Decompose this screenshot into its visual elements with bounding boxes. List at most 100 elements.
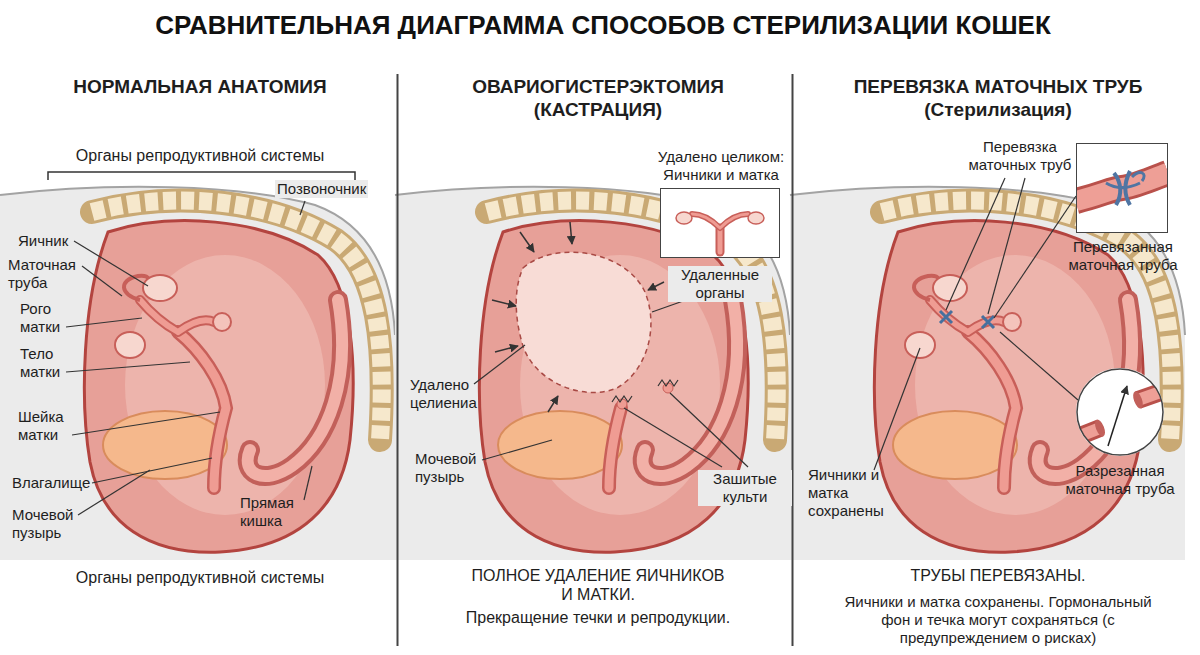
illustration-part: [718, 228, 723, 252]
part-label: Мочевой пузырь: [12, 506, 82, 542]
panel-caption: ТРУБЫ ПЕРЕВЯЗАНЫ.: [910, 566, 1085, 585]
circle-outline: [1077, 369, 1163, 455]
part-label: Удалено целиениа: [410, 376, 490, 412]
panel-heading: ПЕРЕВЯЗКА МАТОЧНЫХ ТРУБ (Стерилизация): [828, 76, 1168, 122]
illustration-part: [1076, 171, 1168, 205]
part-label: Яичник: [18, 232, 68, 250]
illustration-part: [1138, 388, 1172, 400]
illustration-part: [692, 214, 748, 228]
illustration-part: [1076, 173, 1168, 201]
illustration-part: [1076, 143, 1168, 233]
reproductive-tract: [905, 275, 1021, 488]
illustration-part: [874, 348, 920, 470]
panel-caption: Яичники и матка сохранены. Гормональный …: [833, 593, 1163, 647]
panel-caption: Прекращение течки и репродукции.: [466, 608, 730, 627]
illustration-part: [92, 458, 212, 483]
panel-caption: ПОЛНОЕ УДАЛЕНИЕ ЯИЧНИКОВ И МАТКИ.: [471, 566, 726, 604]
part-label: Яичники и матка сохранены: [808, 466, 898, 520]
part-label: Зашитые культи: [698, 470, 792, 506]
reproductive-tract: [115, 275, 231, 488]
illustration-part: [748, 212, 764, 224]
illustration-part: [482, 440, 552, 460]
illustration-part: [1000, 332, 1078, 400]
part-label: Тело матки: [20, 345, 80, 381]
illustration-part: [474, 345, 525, 384]
illustration-part: [492, 222, 664, 412]
illustration-part: [520, 232, 534, 252]
illustration-part: [300, 201, 305, 215]
node-label: Разрезанная маточная труба: [1055, 462, 1185, 498]
illustration-part: [1131, 390, 1145, 410]
part-label: Шейка матки: [18, 408, 80, 444]
illustration-part: [660, 188, 780, 258]
illustration-part: [570, 222, 572, 244]
illustration-part: [658, 380, 678, 386]
illustration-part: [940, 311, 952, 323]
node-label: Удалено целиком: Яичники и матка: [636, 148, 806, 184]
illustration-part: [1106, 173, 1144, 188]
inset-box: Удалено целиком: Яичники и матка: [660, 188, 780, 258]
cat-body: [0, 187, 395, 560]
illustration-part: [648, 282, 664, 290]
leader-lines: [66, 178, 1078, 515]
bracket-label: Органы репродуктивной системы: [76, 146, 324, 165]
illustration-part: [82, 266, 122, 296]
illustration-part: [516, 252, 651, 392]
illustration-part: [74, 241, 148, 286]
illustration-part: [994, 196, 1076, 318]
illustration-part: [612, 396, 632, 402]
illustration-part: [676, 212, 764, 252]
node-caption: Разрезанная маточная труба: [1055, 462, 1185, 498]
panel-divider: [397, 74, 399, 646]
illustration-part: [946, 178, 1005, 310]
inset-removed: [660, 188, 780, 258]
illustration-part: [1108, 386, 1127, 446]
illustration-part: [66, 318, 142, 327]
illustration-part: [716, 228, 725, 252]
ligature-marks: [940, 311, 994, 328]
node-label: Перевязанная маточная труба: [1058, 238, 1188, 274]
part-label: Маточная труба: [8, 256, 82, 292]
illustration-part: [609, 408, 621, 488]
illustration-part: [1076, 173, 1168, 201]
inset-cut-tube: [1070, 368, 1172, 456]
illustration-part: [1138, 388, 1172, 400]
illustration-part: [1076, 368, 1164, 456]
panel-heading: НОРМАЛЬНАЯ АНАТОМИЯ: [15, 76, 385, 99]
circle-outline: [1076, 368, 1164, 456]
bracket: [48, 172, 355, 180]
part-label: Позвоночник: [275, 180, 368, 198]
illustration-part: [66, 362, 190, 372]
panel-divider: [792, 74, 794, 646]
illustration-part: [609, 408, 621, 488]
illustration-part: [624, 408, 722, 467]
illustration-part: [495, 346, 518, 352]
part-label: Перевязка маточных труб: [950, 138, 1090, 174]
illustration-part: [670, 393, 748, 467]
illustration-part: [692, 214, 748, 228]
node-caption: Удалено целиком: Яичники и матка: [636, 148, 806, 184]
removed-organs: [492, 222, 678, 488]
part-label: Рого матки: [20, 300, 80, 336]
illustration-part: [72, 412, 220, 435]
panel-caption: Органы репродуктивной системы: [76, 568, 324, 587]
part-label: Удаленные органы: [668, 266, 772, 302]
illustration-part: [676, 212, 692, 224]
illustration-part: [304, 466, 312, 500]
part-label: Мочевой пузырь: [415, 450, 485, 486]
panel-heading: ОВАРИОГИСТЕРЭКТОМИЯ (КАСТРАЦИЯ): [428, 76, 768, 122]
diagram-title: СРАВНИТЕЛЬНАЯ ДИАГРАММА СПОСОБОВ СТЕРИЛИ…: [3, 10, 1200, 41]
inset-circle: Разрезанная маточная труба: [1076, 368, 1164, 456]
node-caption: Перевязанная маточная труба: [1058, 238, 1188, 274]
illustration-part: [988, 178, 1025, 314]
part-label: Влагалище: [12, 474, 90, 492]
part-label: Прямая кишка: [240, 494, 306, 530]
illustration-part: [982, 316, 994, 328]
inset-box: Перевязанная маточная труба: [1076, 143, 1168, 233]
inset-ligated-tube: [1076, 143, 1168, 233]
illustration-part: [548, 396, 558, 412]
illustration-part: [492, 300, 516, 306]
illustration-part: [1093, 418, 1107, 438]
